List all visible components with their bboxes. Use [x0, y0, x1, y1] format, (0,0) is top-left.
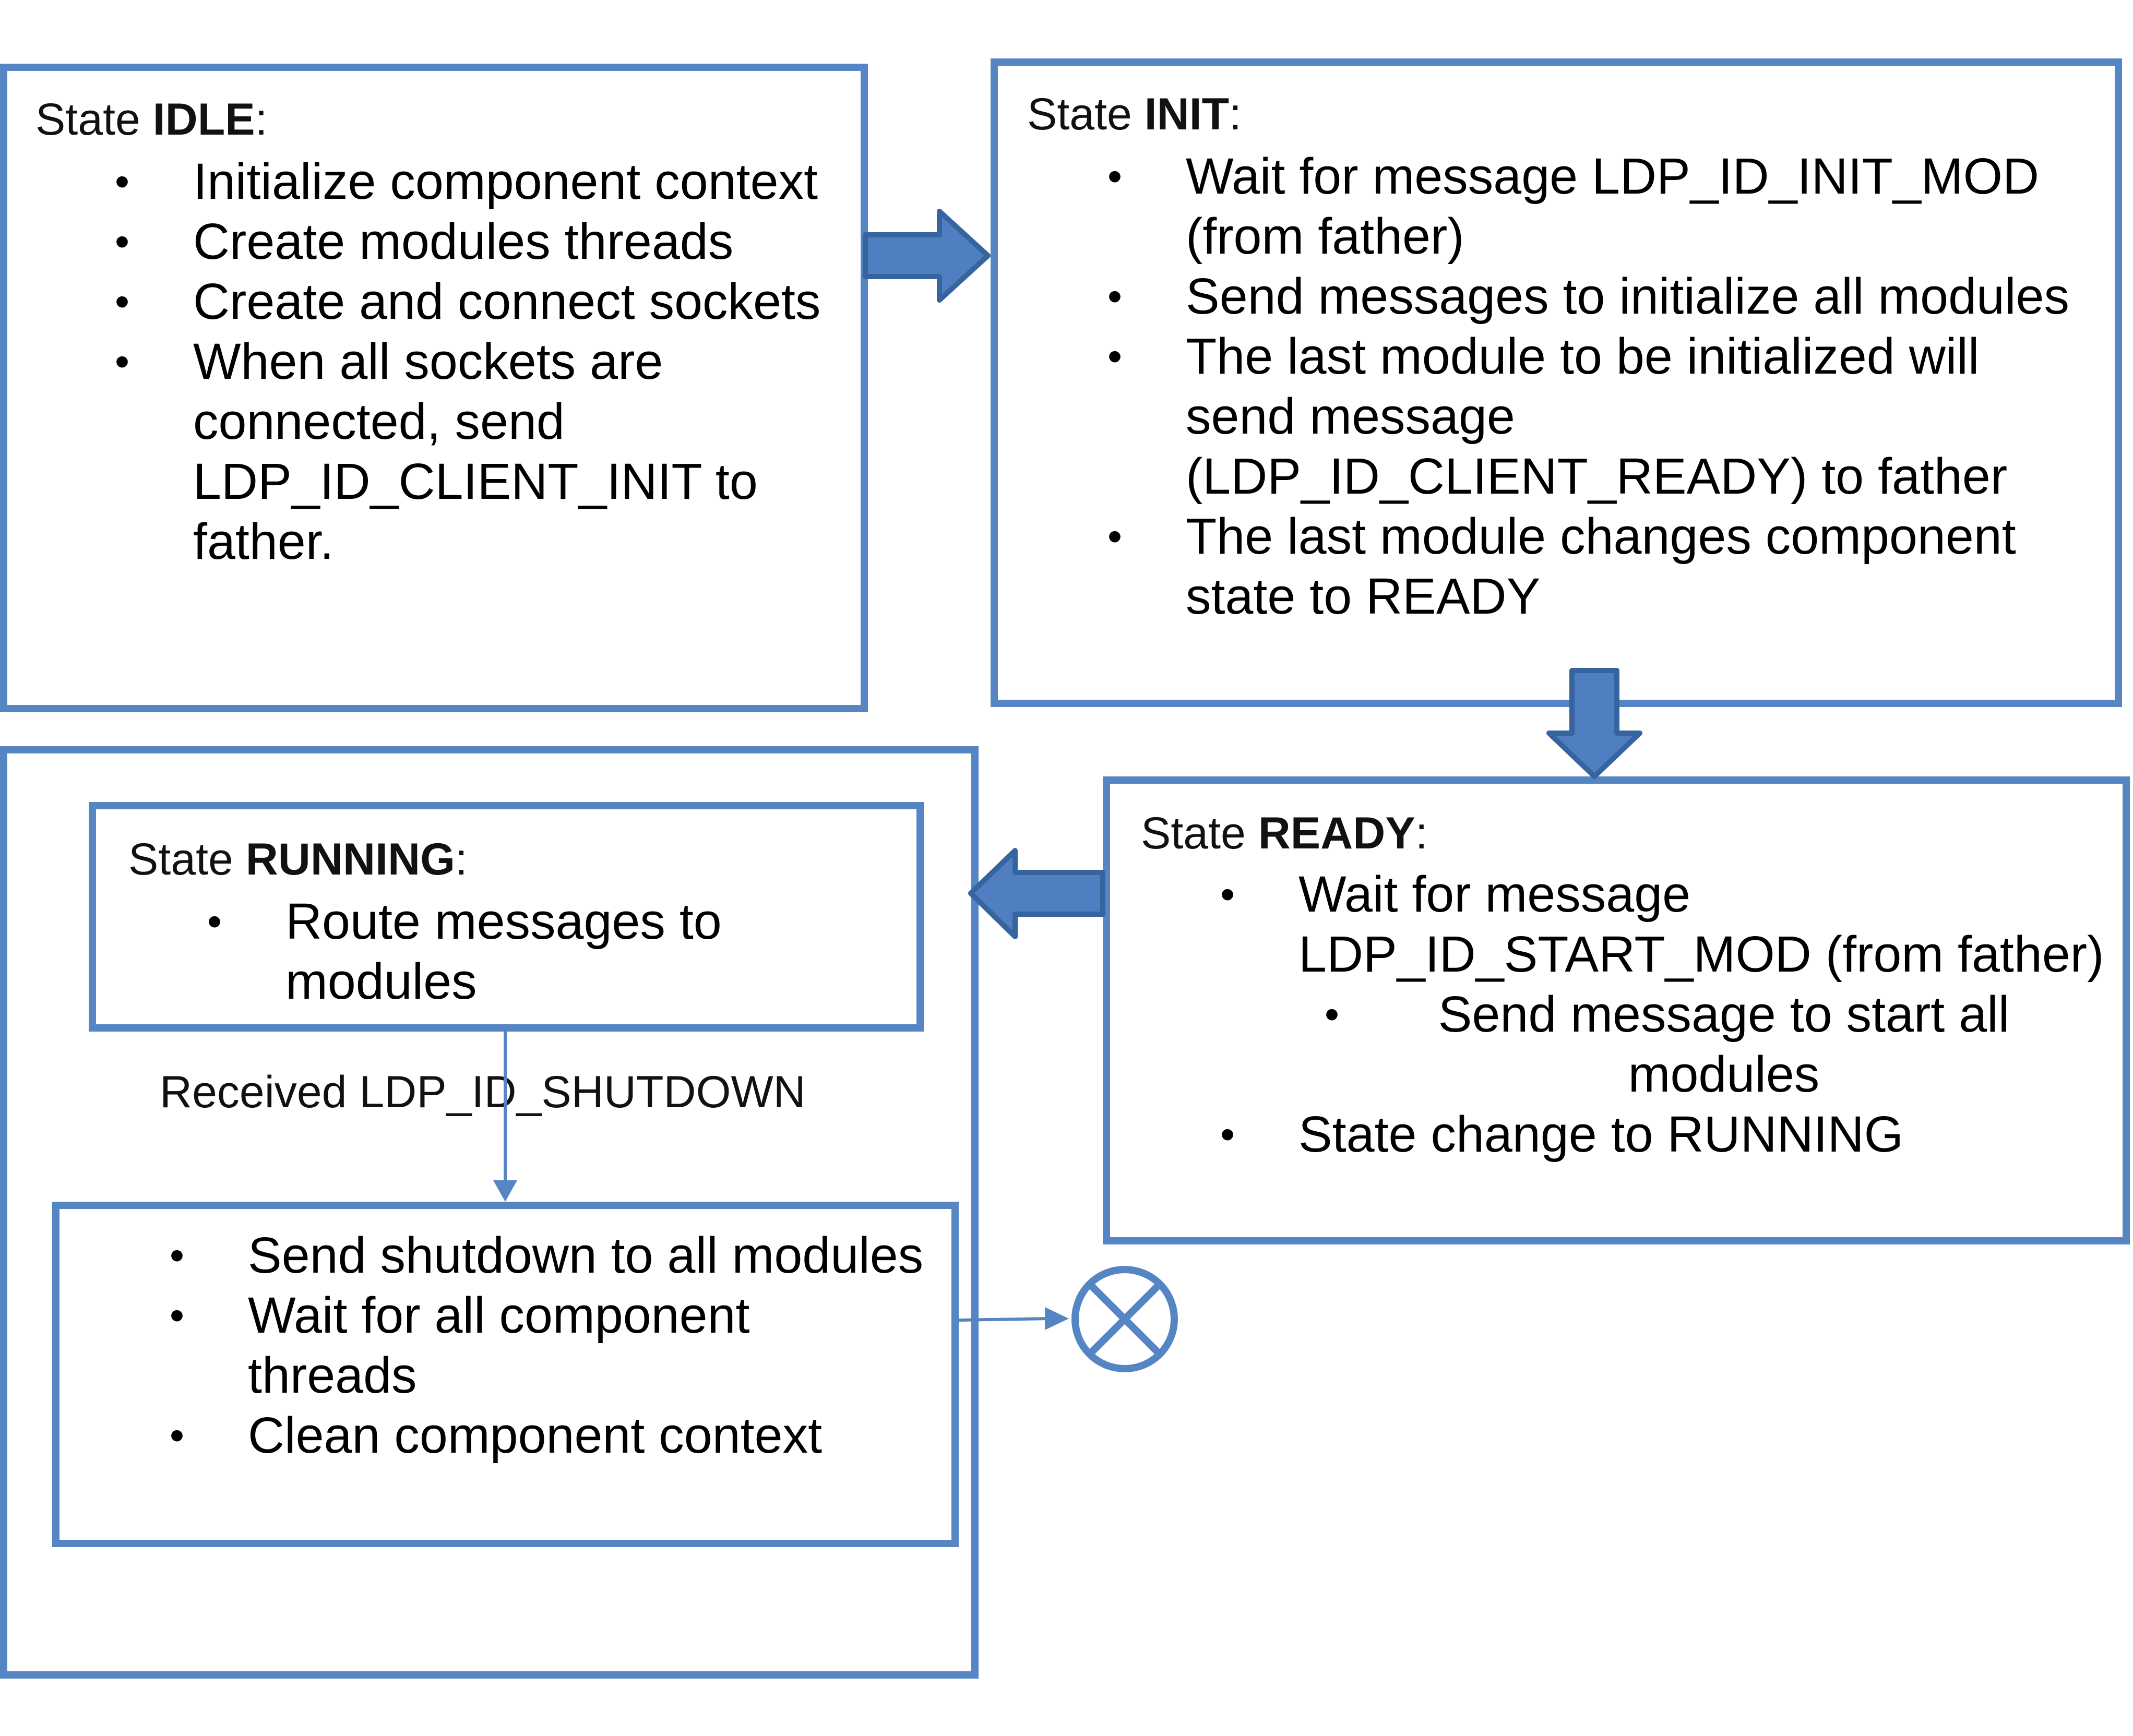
arrow-init-to-ready — [1546, 668, 1642, 779]
state-shutdown-item-text: Clean component context — [248, 1407, 823, 1464]
state-idle-prefix: State — [35, 94, 153, 145]
arrow-idle-to-init — [863, 209, 991, 303]
state-shutdown-item-text: Send shutdown to all modules — [248, 1227, 924, 1284]
state-running-prefix: State — [128, 834, 246, 884]
state-idle-name: IDLE — [152, 94, 255, 145]
state-shutdown-item-text: Wait for all component threads — [248, 1287, 750, 1404]
shutdown-transition-label: Received LDP_ID_SHUTDOWN — [160, 1067, 806, 1117]
state-init-suffix: : — [1229, 89, 1242, 139]
state-init-list: Wait for message LDP_ID_INIT_MOD (from f… — [1107, 146, 2099, 626]
state-ready-box — [1103, 776, 2130, 1244]
state-ready-suffix: : — [1415, 808, 1428, 858]
arrow-ready-to-running — [968, 848, 1105, 939]
state-idle-suffix: : — [255, 94, 268, 145]
state-idle-item: Create and connect sockets — [115, 271, 835, 331]
state-ready-item: State change to RUNNING — [1220, 1104, 2107, 1164]
state-init-name: INIT — [1144, 89, 1230, 139]
state-idle-list: Initialize component context Create modu… — [115, 151, 835, 571]
state-shutdown-item: Wait for all component threads — [170, 1285, 932, 1405]
state-init-prefix: State — [1027, 89, 1145, 139]
state-ready-title: State READY: — [1141, 811, 1428, 856]
state-init-item: Send messages to initialize all modules — [1107, 266, 2099, 326]
state-running-list: Route messages to modules — [207, 891, 844, 1011]
arrow-shutdown-to-end-line — [958, 1317, 1050, 1322]
x-circle-terminal-icon — [1071, 1266, 1178, 1372]
state-init-item-text: The last module changes component state … — [1186, 508, 2016, 625]
state-idle-item: When all sockets are connected, send LDP… — [115, 331, 835, 571]
state-idle-item-text: Create modules threads — [193, 213, 734, 270]
state-running-suffix: : — [455, 834, 468, 884]
state-idle-title: State IDLE: — [35, 97, 268, 142]
state-ready-item-text: State change to RUNNING — [1298, 1106, 1904, 1163]
state-idle-item: Create modules threads — [115, 211, 835, 271]
state-shutdown-list: Send shutdown to all modules Wait for al… — [170, 1225, 932, 1465]
state-running-item: Route messages to modules — [207, 891, 844, 1011]
state-ready-name: READY — [1258, 808, 1415, 858]
state-idle-item-text: Create and connect sockets — [193, 273, 821, 330]
state-idle-item: Initialize component context — [115, 151, 835, 211]
state-running-title: State RUNNING: — [128, 837, 468, 882]
state-init-item-text: Wait for message LDP_ID_INIT_MOD (from f… — [1186, 148, 2040, 265]
state-ready-item-text: Wait for message LDP_ID_START_MOD (from … — [1298, 866, 2104, 983]
state-init-item-text: Send messages to initialize all modules — [1186, 268, 2070, 325]
state-ready-list: Wait for message LDP_ID_START_MOD (from … — [1220, 864, 2107, 1164]
state-ready-prefix: State — [1141, 808, 1258, 858]
state-ready-item-text: Send message to start all modules — [1438, 986, 2010, 1103]
state-shutdown-item: Clean component context — [170, 1405, 932, 1465]
state-init-title: State INIT: — [1027, 92, 1242, 137]
state-ready-item-nested: Send message to start all modules — [1325, 984, 2107, 1104]
state-init-item: Wait for message LDP_ID_INIT_MOD (from f… — [1107, 146, 2099, 266]
state-ready-item: Wait for message LDP_ID_START_MOD (from … — [1220, 864, 2107, 984]
state-shutdown-item: Send shutdown to all modules — [170, 1225, 932, 1285]
state-init-item: The last module changes component state … — [1107, 506, 2099, 626]
state-init-item-text: The last module to be initialized will s… — [1186, 328, 2008, 505]
state-running-item-text: Route messages to modules — [285, 893, 722, 1010]
arrow-running-to-shutdown-head — [493, 1180, 517, 1202]
state-idle-item-text: When all sockets are connected, send LDP… — [193, 333, 758, 570]
state-idle-item-text: Initialize component context — [193, 153, 818, 210]
state-init-item: The last module to be initialized will s… — [1107, 326, 2099, 506]
arrow-shutdown-to-end-head — [1045, 1307, 1069, 1330]
state-running-name: RUNNING — [245, 834, 456, 884]
